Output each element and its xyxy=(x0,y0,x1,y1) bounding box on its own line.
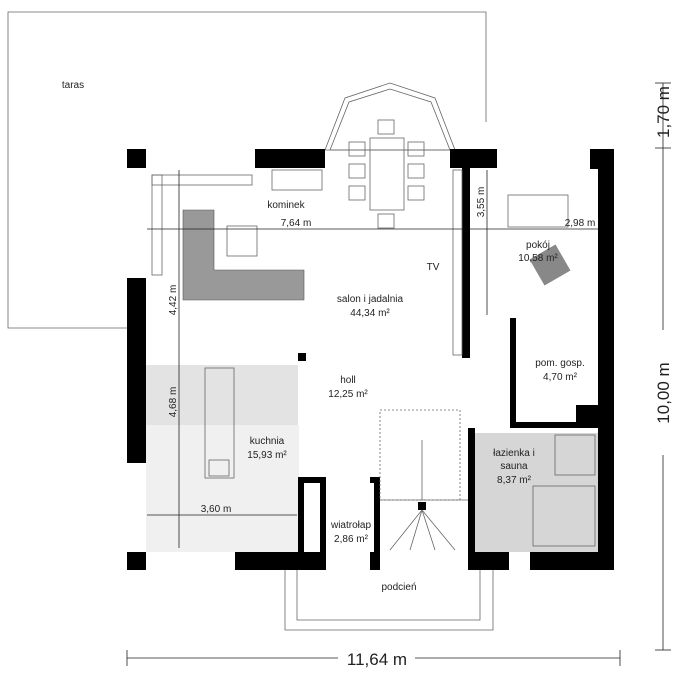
label-terrace: taras xyxy=(62,80,84,91)
label-living-area: 44,34 m² xyxy=(350,308,390,319)
armchair xyxy=(529,244,571,286)
label-bath-1: łazienka i xyxy=(493,448,535,459)
shower xyxy=(554,434,596,476)
stove xyxy=(208,459,230,477)
bay-window xyxy=(324,82,456,151)
label-room-area: 10,58 m² xyxy=(518,253,558,264)
dim-terrace-depth: 1,70 m xyxy=(654,86,673,138)
label-vestibule: wiatrołap xyxy=(330,520,371,531)
dim-total-depth: 10,00 m xyxy=(654,362,673,423)
label-hall-area: 12,25 m² xyxy=(328,389,368,400)
label-kitchen-area: 15,93 m² xyxy=(247,450,287,461)
fireplace xyxy=(271,169,323,191)
sofa xyxy=(182,209,305,301)
label-kitchen: kuchnia xyxy=(250,436,285,447)
dim-room-width: 2,98 m xyxy=(565,218,596,229)
label-utility: pom. gosp. xyxy=(535,358,584,369)
bay-window-inner xyxy=(329,88,451,151)
label-fireplace: kominek xyxy=(267,200,305,211)
bathroom-floor xyxy=(470,433,598,552)
dining-table xyxy=(369,137,405,211)
label-room: pokój xyxy=(526,240,550,251)
sauna xyxy=(532,485,596,547)
dim-kitchen-depth: 4,68 m xyxy=(168,387,179,418)
dim-total-width: 11,64 m xyxy=(347,650,407,669)
dim-living-depth: 4,42 m xyxy=(168,285,179,316)
kitchen-island xyxy=(204,367,235,479)
desk xyxy=(507,194,569,228)
porch-outline xyxy=(284,570,494,631)
label-porch: podcień xyxy=(381,582,416,593)
dim-living-width: 7,64 m xyxy=(281,218,312,229)
label-bath-2: sauna xyxy=(500,461,528,472)
label-living: salon i jadalnia xyxy=(337,294,404,305)
staircase xyxy=(379,409,468,551)
walls xyxy=(127,149,614,570)
label-hall: holl xyxy=(340,375,356,386)
tv-cabinet xyxy=(452,169,463,356)
label-vestibule-area: 2,86 m² xyxy=(334,534,369,545)
kitchen-counter xyxy=(146,425,299,552)
label-tv: TV xyxy=(427,262,440,273)
label-bath-area: 8,37 m² xyxy=(497,475,532,486)
furniture xyxy=(151,119,596,631)
dim-room-depth: 3,55 m xyxy=(476,187,487,218)
terrace-outline xyxy=(7,11,487,329)
label-utility-area: 4,70 m² xyxy=(543,372,578,383)
dimension-lines xyxy=(126,82,671,666)
dim-kitchen-width: 3,60 m xyxy=(201,504,232,515)
coffee-table xyxy=(226,225,258,257)
